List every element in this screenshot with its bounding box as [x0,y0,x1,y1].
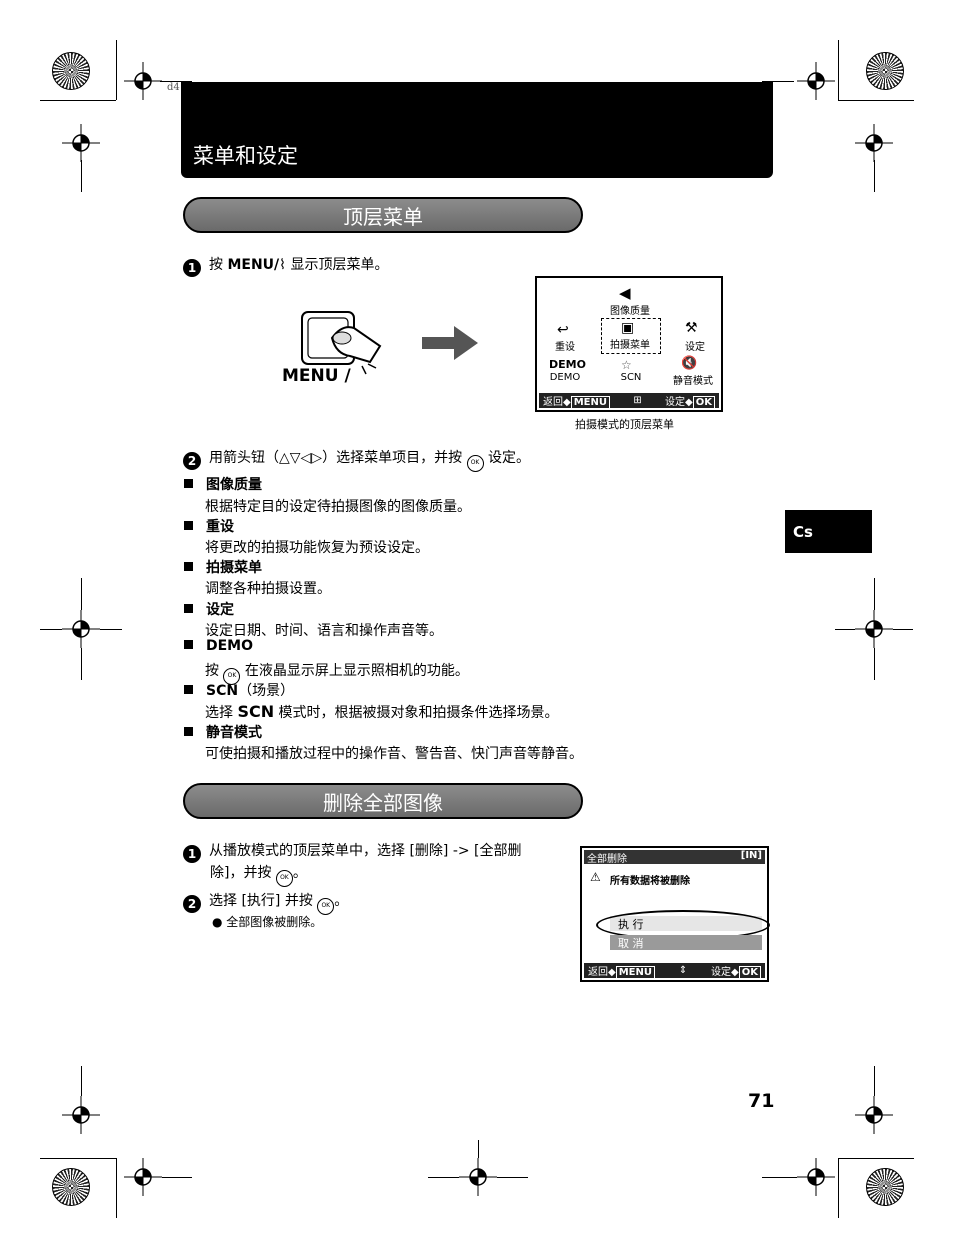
menu-item-shooting-menu[interactable]: 拍摄菜单 [610,340,650,351]
item-title: 图像质量 [184,474,262,494]
item-desc: 设定日期、时间、语言和操作声音等。 [205,623,443,639]
ok-button-icon: OK [466,454,484,472]
scn-glyph: SCN [237,702,275,721]
registration-starburst [52,52,90,90]
menu-item-setup[interactable]: 设定 [685,342,705,353]
option-cancel[interactable]: 取 消 [610,935,762,950]
menu-key: MENU/ [227,257,280,273]
item-title: 静音模式 [184,722,262,742]
menu-label: MENU / [282,366,351,386]
item-desc: 选择 SCN 模式时，根据被摄对象和拍摄条件选择场景。 [205,702,559,721]
menu-item-scn[interactable]: SCN [620,372,642,383]
item-title: DEMO [184,638,253,654]
item-desc: 调整各种拍摄设置。 [205,581,331,597]
result-note: ● 全部图像被删除。 [212,915,323,929]
registration-starburst [52,1168,90,1206]
registration-target [62,124,100,162]
silent-icon: 🔇 [681,356,698,371]
item-desc: 将更改的拍摄功能恢复为预设设定。 [205,540,429,556]
arrow-keys-icon: △▽◁▷ [279,450,323,466]
updown-icon: ⇕ [678,965,688,976]
menu-button-illustration: MENU / [280,306,390,392]
step-number: 1 [183,845,201,863]
item-title: SCN（场景） [184,680,294,700]
item-title: 设定 [184,599,234,619]
registration-target [855,610,893,648]
registration-target [124,1158,162,1196]
registration-target [797,1158,835,1196]
registration-target [124,62,162,100]
registration-target [62,1096,100,1134]
registration-target [855,1096,893,1134]
section-title: 顶层菜单 [183,197,583,233]
section-title: 删除全部图像 [183,783,583,819]
selection-bracket [601,318,661,354]
registration-starburst [866,1168,904,1206]
chapter-header: 菜单和设定 [181,82,773,178]
lcd-top-menu: ◀ 图像质量 ↩ 重设 ▣ 拍摄菜单 ⚒ 设定 DEMO DEMO ☆ SCN … [535,276,723,412]
step-1-cont: 除]，并按 OK。 [210,862,307,887]
finger-press-icon [301,311,382,375]
page-number: 71 [748,1090,775,1112]
ok-button-icon: OK [275,869,293,887]
step-number: 2 [183,895,201,913]
lcd-footer: 返回◆MENU ⇕ 设定◆OK [584,963,765,979]
camera-icon: ▣ [621,320,635,336]
step-number: 1 [183,259,201,277]
ok-button-icon: OK [317,897,335,915]
item-desc: 按 OK 在液晶显示屏上显示照相机的功能。 [205,660,469,685]
lcd-caption: 拍摄模式的顶层菜单 [575,418,674,431]
image-quality-icon: ◀ [619,284,631,302]
wand-icon: ⌇ [279,257,286,273]
item-desc: 可使拍摄和播放过程中的操作音、警告音、快门声音等静音。 [205,746,583,762]
language-tab: Cs [785,510,872,553]
menu-item-silent-mode[interactable]: 静音模式 [673,376,713,387]
item-desc: 根据特定目的设定待拍摄图像的图像质量。 [205,499,471,515]
item-title: 重设 [184,516,234,536]
menu-item-image-quality[interactable]: 图像质量 [610,306,650,317]
lcd-title-bar: 全部删除[IN] [584,850,765,865]
step-number: 2 [183,452,201,470]
registration-target [855,124,893,162]
item-title: 拍摄菜单 [184,557,262,577]
demo-icon: DEMO [549,358,586,371]
registration-target [62,610,100,648]
arrow-right-icon [422,326,478,360]
reset-icon: ↩ [557,322,569,338]
lcd-footer: 返回◆MENU ⊞ 设定◆OK [539,393,719,409]
registration-starburst [866,52,904,90]
registration-target [797,62,835,100]
menu-item-reset[interactable]: 重设 [555,342,575,353]
print-slug: d4 [167,82,180,93]
lcd-delete-all: 全部删除[IN] ⚠ 所有数据将被删除 执 行 取 消 返回◆MENU ⇕ 设定… [580,846,770,982]
ok-button-icon: OK [223,667,241,685]
scn-icon: ☆ [621,358,632,372]
dpad-icon: ⊞ [633,395,642,406]
chapter-title: 菜单和设定 [193,144,298,168]
warning-icon: ⚠ [590,870,601,884]
setup-icon: ⚒ [685,320,698,336]
warning-text: 所有数据将被删除 [610,876,690,887]
registration-target [459,1158,497,1196]
menu-item-demo[interactable]: DEMO [549,372,581,383]
